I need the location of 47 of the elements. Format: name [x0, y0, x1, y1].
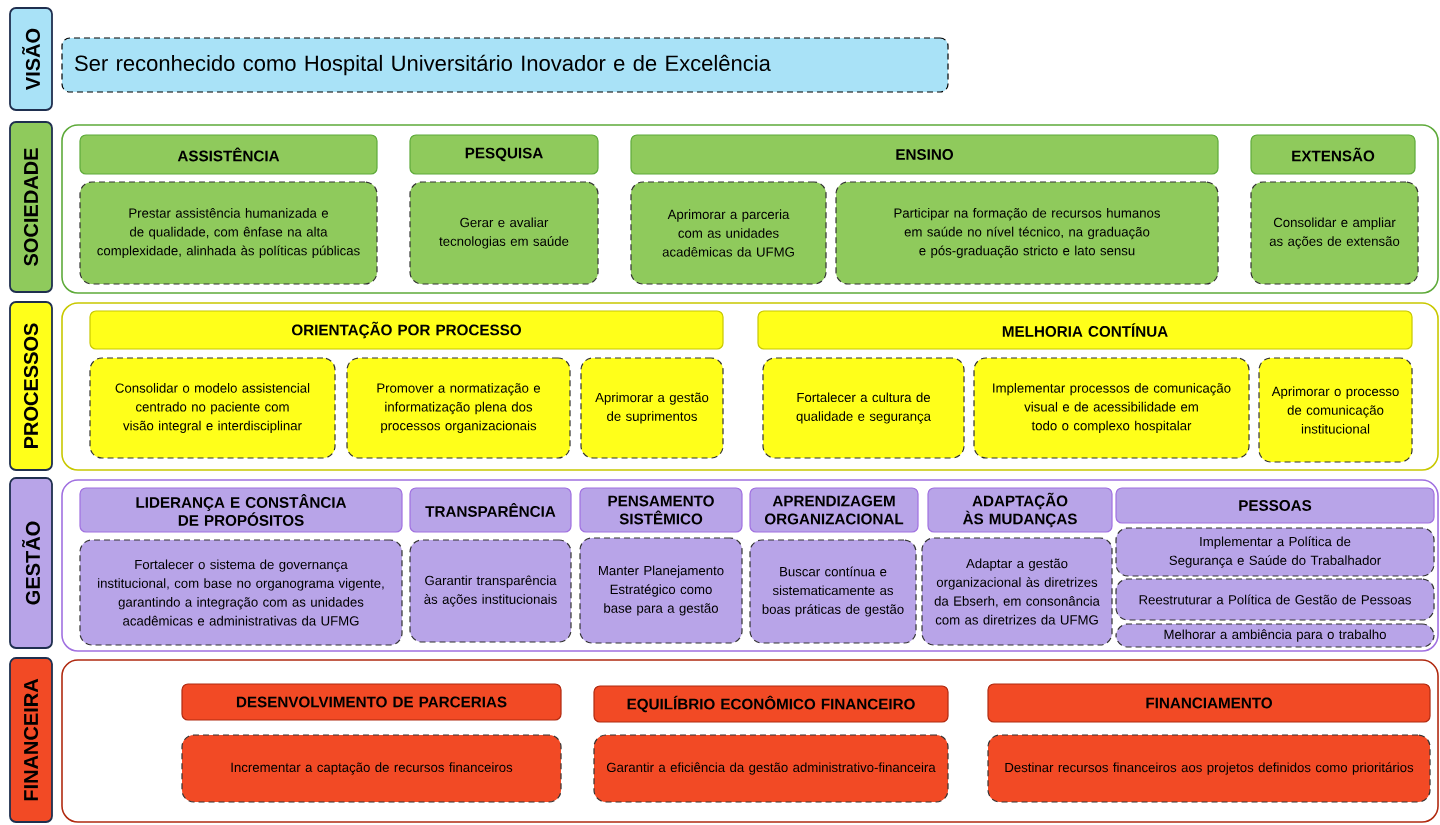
header-box: ENSINO [630, 134, 1219, 175]
header-box: PESQUISA [409, 134, 599, 175]
header-box: FINANCIAMENTO [987, 683, 1431, 723]
row-label: GESTÃO [9, 477, 53, 649]
objective-box: Aprimorar a parceria com as unidades acadêmicas da UFMG [630, 181, 827, 285]
row-panel [61, 659, 1439, 823]
row-panel [61, 479, 1439, 652]
row-label: VISÃO [9, 7, 53, 111]
vision-box: Ser reconhecido como Hospital Universitário Inovador e de Excelência [61, 37, 949, 93]
row-label: PROCESSOS [9, 301, 53, 471]
objective-box: Promover a normatização e informatização plena dos processos organizacionais [346, 357, 571, 459]
objective-box: Implementar a Política de Segurança e Saúde do Trabalhador [1115, 527, 1435, 577]
header-box: ORIENTAÇÃO POR PROCESSO [89, 310, 724, 350]
header-box: TRANSPARÊNCIA [409, 487, 572, 533]
objective-box: Gerar e avaliar tecnologias em saúde [409, 181, 599, 285]
objective-box: Prestar assistência humanizada e de qualidade, com ênfase na alta complexidade, alinhada às políticas públicas [79, 181, 378, 285]
header-box: LIDERANÇA E CONSTÂNCIA DE PROPÓSITOS [79, 487, 403, 533]
header-box: DESENVOLVIMENTO DE PARCERIAS [181, 683, 562, 721]
row-panel [61, 124, 1439, 294]
objective-box: Adaptar a gestão organizacional às diretrizes da Ebserh, em consonância com as diretrizes da UFMG [921, 537, 1113, 646]
objective-box: Incrementar a captação de recursos financeiros [181, 734, 562, 803]
objective-box: Implementar processos de comunicação visual e de acessibilidade em todo o complexo hospitalar [973, 357, 1250, 459]
header-box: EQUILÍBRIO ECONÔMICO FINANCEIRO [593, 685, 949, 723]
objective-box: Consolidar e ampliar as ações de extensão [1250, 181, 1419, 285]
objective-box: Aprimorar o processo de comunicação institucional [1258, 357, 1413, 463]
objective-box: Fortalecer o sistema de governança institucional, com base no organograma vigente, garantindo a integração com as unidades acadêmicas e administrativas da UFMG [79, 539, 403, 646]
header-box: PENSAMENTO SISTÊMICO [579, 487, 743, 533]
header-box: EXTENSÃO [1250, 134, 1416, 175]
header-box: MELHORIA CONTÍNUA [757, 310, 1413, 350]
objective-box: Melhorar a ambiência para o trabalho [1115, 623, 1435, 648]
header-box: ASSISTÊNCIA [79, 134, 378, 175]
row-panel [61, 302, 1439, 471]
objective-box: Destinar recursos financeiros aos projetos definidos como prioritários [987, 734, 1431, 803]
objective-box: Garantir a eficiência da gestão administrativo-financeira [593, 734, 949, 803]
row-label: FINANCEIRA [9, 657, 53, 823]
header-box: ADAPTAÇÃO ÀS MUDANÇAS [927, 487, 1113, 533]
objective-box: Garantir transparência às ações institucionais [409, 539, 572, 643]
header-box: PESSOAS [1115, 487, 1435, 524]
objective-box: Aprimorar a gestão de suprimentos [580, 357, 724, 459]
row-label: SOCIEDADE [9, 121, 53, 293]
objective-box: Fortalecer a cultura de qualidade e segurança [762, 357, 965, 459]
objective-box: Reestruturar a Política de Gestão de Pessoas [1115, 578, 1435, 621]
objective-box: Buscar contínua e sistematicamente as boas práticas de gestão [749, 539, 917, 644]
objective-box: Manter Planejamento Estratégico como base para a gestão [579, 537, 743, 644]
header-box: APRENDIZAGEM ORGANIZACIONAL [749, 487, 919, 533]
objective-box: Participar na formação de recursos humanos em saúde no nível técnico, na graduação e pós-graduação stricto e lato sensu [835, 181, 1219, 285]
objective-box: Consolidar o modelo assistencial centrado no paciente com visão integral e interdisciplinar [89, 357, 336, 459]
